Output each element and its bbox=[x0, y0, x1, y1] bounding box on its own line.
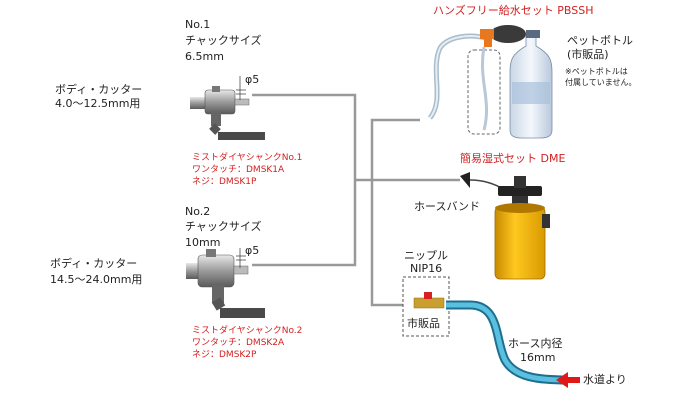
wet-set-tank bbox=[460, 172, 550, 280]
hose-size: 16mm bbox=[520, 351, 556, 364]
tool2-body-range: 14.5～24.0mm用 bbox=[50, 273, 143, 286]
mist-shank-tool-2 bbox=[186, 248, 265, 318]
tool2-chuck-label: チャックサイズ bbox=[185, 220, 262, 233]
tool2-chuck-size: 10mm bbox=[185, 236, 221, 249]
wet-set-title: 簡易湿式セット DME bbox=[460, 152, 566, 165]
tool2-body-label: ボディ・カッター bbox=[50, 257, 138, 270]
tool1-body-range: 4.0～12.5mm用 bbox=[55, 97, 141, 110]
mist-shank-tool-1 bbox=[190, 76, 265, 140]
bottle-note-1: ※ペットボトルは bbox=[565, 67, 628, 76]
tool2-shank-name: ミストダイヤシャンクNo.2 bbox=[192, 326, 303, 336]
tool1-one-touch: ワンタッチ：DMSK1A bbox=[192, 165, 285, 175]
bottle-commercial: (市販品) bbox=[567, 48, 609, 61]
handsfree-title: ハンズフリー給水セット PBSSH bbox=[433, 4, 594, 17]
tool2-number: No.2 bbox=[185, 205, 211, 218]
nipple-commercial: 市販品 bbox=[407, 317, 440, 330]
tool1-chuck-size: 6.5mm bbox=[185, 50, 224, 63]
water-hose bbox=[446, 300, 569, 385]
tool1-phi: φ5 bbox=[245, 73, 260, 86]
bottle-label: ペットボトル bbox=[567, 34, 633, 47]
tool1-screw: ネジ：DMSK1P bbox=[192, 177, 257, 187]
connector-lines bbox=[252, 93, 460, 307]
handsfree-water-set bbox=[427, 25, 553, 139]
bottle-note-2: 付属していません。 bbox=[565, 78, 637, 87]
tap-label: 水道より bbox=[583, 373, 627, 386]
hose-label: ホース内径 bbox=[508, 337, 563, 350]
hose-band-label: ホースバンド bbox=[414, 200, 480, 213]
tool1-body-label: ボディ・カッター bbox=[55, 83, 143, 96]
nipple-label: ニップル bbox=[404, 249, 448, 262]
tool2-phi: φ5 bbox=[245, 244, 260, 257]
nipple-model: NIP16 bbox=[410, 262, 443, 275]
tool2-one-touch: ワンタッチ：DMSK2A bbox=[192, 338, 285, 348]
tool1-chuck-label: チャックサイズ bbox=[185, 34, 262, 47]
tool1-number: No.1 bbox=[185, 18, 211, 31]
tool1-shank-name: ミストダイヤシャンクNo.1 bbox=[192, 153, 303, 163]
tap-arrow bbox=[556, 372, 580, 388]
tool2-screw: ネジ：DMSK2P bbox=[192, 350, 257, 360]
